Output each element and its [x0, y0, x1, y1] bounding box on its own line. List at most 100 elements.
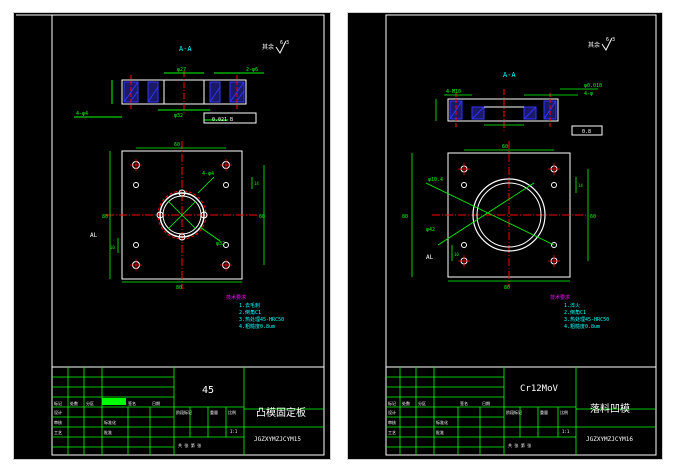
plan-dim-small-bottom: 10	[454, 252, 459, 257]
note-1: 1.去毛刺	[239, 302, 260, 309]
tb-col-5: 签名	[128, 400, 136, 406]
dim-top-2: φ32	[174, 113, 183, 119]
plan-dim-right: 60	[259, 214, 265, 220]
tb-row-4: 标准化	[104, 419, 116, 425]
part-name: 凸模固定板	[256, 406, 306, 419]
die-opening-inner	[476, 182, 542, 248]
plan-dim-top: 60	[502, 144, 508, 150]
material: Cr12MoV	[520, 384, 559, 394]
tolerance-box: 0.021 B	[212, 117, 233, 123]
tb-col-6: 日期	[152, 400, 160, 406]
tb-row-1: 设计	[54, 409, 62, 415]
section-label: A-A	[503, 71, 516, 79]
tb-row-1: 设计	[388, 409, 396, 415]
roughness-symbol-icon	[275, 40, 287, 54]
callout-hole: 4-φ4	[76, 111, 88, 117]
dim-top-1: φ27	[177, 67, 186, 73]
tolerance-frame	[571, 125, 603, 136]
section-hatch	[449, 100, 557, 120]
tb-row-2: 审核	[388, 419, 396, 425]
tb-scale-value: 1:1	[230, 429, 238, 434]
plan-dim-small-right: 14	[578, 183, 583, 188]
callout-hole: 4-M10	[446, 89, 461, 95]
tb-weight-label: 重量	[540, 409, 548, 415]
plan-view	[106, 141, 258, 289]
tb-col-3: 分区	[86, 400, 94, 406]
plan-dim-right: 60	[590, 214, 596, 220]
tb-weight-label: 重量	[210, 409, 218, 415]
tb-col-2: 处数	[402, 400, 410, 406]
plan-dim-bottom: 80	[504, 285, 510, 291]
plan-dim-left: 80	[102, 214, 108, 220]
section-label: A-A	[179, 45, 192, 53]
callout-tol: φ0.018	[584, 83, 602, 89]
note-2: 2.倒角C1	[564, 309, 586, 316]
note-1: 1.淬火	[564, 302, 580, 309]
tb-scale-value: 1:1	[562, 429, 570, 434]
bolt-circle	[157, 190, 207, 240]
plan-hole-callout: φ10.4	[428, 177, 443, 183]
pin-holes	[156, 189, 208, 241]
cad-drawing-right: A-A 其余 6.3 4-M10 φ0.018 4	[385, 14, 657, 456]
title-block	[51, 366, 325, 456]
tb-col-2: 处数	[70, 400, 78, 406]
tb-stage-label: 阶段标记	[506, 409, 522, 415]
plan-dimensions	[411, 149, 589, 282]
plan-dim-left: 80	[402, 214, 408, 220]
tb-col-6: 日期	[482, 400, 490, 406]
roughness-label: 其余	[262, 43, 274, 51]
callout-thread: 4-φ	[584, 91, 593, 97]
tb-sheet-label: 共 张 第 张	[178, 442, 201, 448]
plan-dim-top: 60	[174, 142, 180, 148]
tb-row-3: 工艺	[388, 430, 396, 435]
view-label: AL	[90, 232, 98, 239]
material: 45	[202, 385, 214, 396]
notes-heading: 技术要求	[550, 294, 570, 301]
note-4: 4.粗糙度0.8um	[564, 323, 600, 330]
tb-row-5: 批准	[104, 429, 112, 435]
tb-col-3: 分区	[418, 400, 426, 406]
tb-stage-label: 阶段标记	[176, 409, 192, 415]
bore-diagonals	[167, 200, 197, 230]
tb-row-2: 审核	[54, 419, 62, 425]
roughness-label: 其余	[588, 41, 600, 49]
section-dimensions	[74, 72, 264, 121]
part-name: 落料凹模	[590, 402, 630, 415]
tb-col-1: 标记	[388, 400, 396, 406]
note-2: 2.倒角C1	[239, 309, 261, 316]
tb-col-5: 签名	[460, 400, 468, 406]
drawing-code: JGZXYMZJCYM15	[254, 436, 301, 443]
tb-row-4: 标准化	[436, 419, 448, 425]
tolerance-box: 0.8	[582, 129, 591, 135]
opening-diagonals	[425, 182, 555, 246]
tb-sheet-label: 共 张 第 张	[508, 442, 531, 448]
plan-dim-small-right: 14	[254, 181, 259, 186]
plan-dim-bottom: 80	[176, 285, 182, 291]
plan-dimensions	[109, 147, 265, 283]
tb-scale-label: 比例	[560, 409, 568, 415]
section-view	[447, 89, 559, 131]
plan-center-dim: φ32	[216, 241, 225, 247]
view-label: AL	[426, 254, 434, 261]
drawing-code: JGZXYMZJCYM16	[586, 436, 633, 443]
plan-dim-small-left: 10	[110, 245, 115, 250]
callout-thread: 2-φ6	[246, 67, 258, 73]
cad-drawing-left: A-A 其余 6.3 φ	[16, 14, 325, 456]
plan-view	[425, 141, 586, 287]
tb-row-3: 工艺	[54, 430, 62, 435]
tolerance-frame	[203, 112, 257, 124]
notes-heading: 技术要求	[226, 294, 246, 301]
section-view	[121, 71, 247, 113]
tb-col-1: 标记	[54, 400, 62, 406]
roughness-symbol-icon	[601, 37, 613, 51]
tb-scale-label: 比例	[228, 409, 236, 415]
section-dimensions	[435, 88, 598, 126]
tb-row-5: 批准	[436, 429, 444, 435]
drawing-sheet-right: A-A 其余 6.3 4-M10 φ0.018 4	[347, 12, 663, 460]
drawing-sheet-left: A-A 其余 6.3 φ	[13, 12, 331, 460]
plan-center-dim: φ42	[426, 227, 435, 233]
note-4: 4.粗糙度0.8um	[239, 323, 275, 330]
plan-hole-callout: 4-φ4	[202, 171, 214, 177]
note-3: 3.热处理45-HRC50	[564, 316, 609, 323]
center-bore	[159, 192, 205, 238]
